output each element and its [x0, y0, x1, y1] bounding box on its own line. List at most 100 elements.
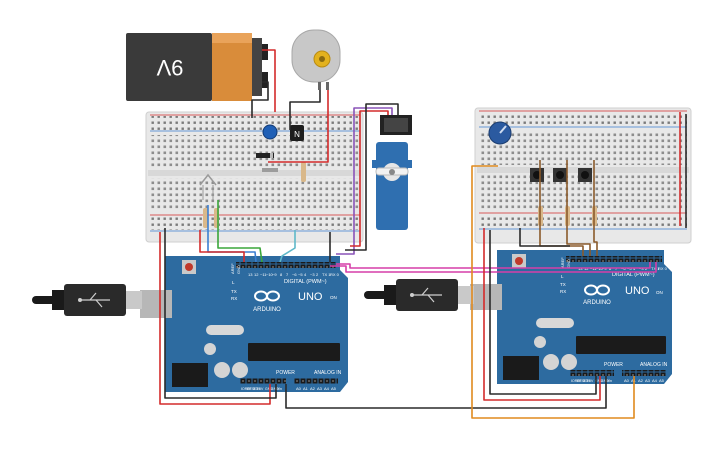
resistors-left[interactable] [203, 162, 306, 228]
digital-pin-label: 8 [280, 272, 283, 277]
header-analog: ANALOG IN [314, 370, 342, 376]
usb-cable-right[interactable] [364, 279, 474, 311]
pin-rx: RX [560, 289, 566, 294]
digital-pin-label: ~5 [298, 272, 303, 277]
usb-plug-icon [78, 292, 110, 308]
digital-pin-label: TX 1 [322, 272, 331, 277]
header-power: POWER [276, 370, 295, 376]
pin-gnd: GND [566, 259, 571, 268]
digital-pin-label: 13 [248, 272, 253, 277]
analog-pin-labels: A0 A1 A2 A3 A4 A5 [296, 386, 337, 391]
analog-pin-label: A2 [310, 386, 316, 391]
wire-battery-negative [251, 81, 269, 118]
wire-red-left-5v [159, 232, 271, 405]
digital-pin-label: 2 [316, 272, 319, 277]
analog-pin-label: A0 [296, 386, 302, 391]
wire-black-buttons [519, 228, 570, 247]
wire-black-bridge [285, 376, 607, 409]
power-pin-labels: IOREF RESET 3.3V 5V GND GND Vin [241, 387, 282, 391]
power-pin-label: IOREF [571, 379, 582, 383]
digital-pin-label: ~6 [292, 272, 297, 277]
arduino-uno-left[interactable]: ARDUINO UNO DIGITAL (PWM~) POWER ANALOG … [140, 256, 348, 392]
board-model: UNO [298, 291, 323, 303]
power-pin-label: RESET [577, 379, 590, 383]
digital-pin-label: RX 0 [658, 266, 668, 271]
pin-on: ON [330, 295, 337, 300]
transistor[interactable]: N [290, 125, 304, 141]
power-pin-label: 5V [589, 379, 594, 383]
header-digital: DIGITAL (PWM~) [284, 279, 327, 285]
transistor-label: N [294, 130, 300, 139]
pin-tx: TX [231, 289, 237, 294]
power-pin-label: 3.3V [583, 379, 591, 383]
wire-black-right [489, 230, 597, 395]
power-pin-label: GND [265, 387, 273, 391]
analog-pin-label: A3 [645, 378, 651, 383]
analog-pin-labels: A0 A1 A2 A3 A4 A5 [624, 378, 665, 383]
analog-pin-label: A0 [624, 378, 630, 383]
digital-pin-labels: 13 12 ~11 ~10 ~9 8 7 ~6 ~5 4 ~3 2 TX 1 R… [248, 272, 340, 277]
analog-pin-label: A5 [331, 386, 337, 391]
power-pin-label: GND [271, 387, 279, 391]
wire-green [217, 200, 263, 263]
pin-aref: AREF [560, 257, 565, 268]
potentiometer[interactable] [488, 121, 512, 145]
wire-servo-black [345, 103, 399, 251]
usb-plug-icon [410, 287, 442, 303]
digital-pin-label: ~10 [266, 272, 274, 277]
usb-cable-left[interactable] [32, 284, 142, 316]
power-pin-label: GND [601, 379, 609, 383]
analog-pin-label: A4 [652, 378, 658, 383]
power-pin-labels: IOREF RESET 3.3V 5V GND GND Vin [571, 379, 612, 383]
power-pin-label: GND [595, 379, 603, 383]
digital-pin-label: 7 [286, 272, 289, 277]
battery-label: 9V [156, 55, 183, 80]
header-digital: DIGITAL (PWM~) [612, 272, 655, 278]
board-model: UNO [625, 285, 650, 297]
wire-motor-1 [289, 90, 321, 130]
wires [159, 49, 687, 419]
pushbuttons[interactable] [530, 168, 592, 182]
breadboard-left[interactable] [145, 111, 364, 243]
wire-magenta-1 [336, 262, 651, 269]
wire-red-left-rail [199, 230, 245, 262]
digital-pin-label: RX 0 [330, 272, 340, 277]
board-brand: ARDUINO [253, 307, 281, 313]
wire-servo-red [350, 110, 389, 247]
pin-rx: RX [231, 296, 237, 301]
arduino-logo-icon [254, 290, 280, 302]
digital-pin-label: ~9 [272, 272, 277, 277]
digital-pin-label: ~3 [310, 272, 315, 277]
power-pin-label: Vin [277, 387, 282, 391]
dc-motor[interactable] [291, 29, 341, 90]
servo-motor[interactable] [372, 115, 412, 230]
wire-brown-3 [593, 160, 598, 256]
header-analog: ANALOG IN [640, 362, 668, 368]
wire-brown-2 [566, 160, 591, 256]
pin-l: L [561, 274, 564, 279]
pin-on: ON [656, 290, 663, 295]
wire-orange [471, 165, 635, 419]
analog-pin-label: A5 [659, 378, 665, 383]
led-rgb[interactable] [199, 173, 217, 200]
power-pin-label: 3.3V [253, 387, 261, 391]
diode[interactable] [256, 153, 274, 158]
capacitor[interactable] [262, 124, 278, 140]
arduino-uno-right[interactable]: ARDUINO UNO DIGITAL (PWM~) POWER ANALOG … [470, 250, 672, 384]
digital-pin-label: 4 [304, 272, 307, 277]
analog-pin-label: A2 [638, 378, 644, 383]
wire-red-right [483, 228, 601, 401]
battery-9v[interactable]: 9V [126, 33, 268, 101]
power-pin-label: IOREF [241, 387, 252, 391]
pin-aref: AREF [230, 263, 235, 274]
digital-pin-label: ~11 [260, 272, 267, 277]
power-pin-label: RESET [247, 387, 260, 391]
board-brand: ARDUINO [583, 300, 611, 306]
power-pin-label: Vin [607, 379, 612, 383]
header-power: POWER [604, 362, 623, 368]
pin-gnd: GND [236, 265, 241, 274]
digital-pin-label: 12 [254, 272, 259, 277]
wire-black-left-gnd [164, 228, 277, 399]
analog-pin-label: A3 [317, 386, 323, 391]
